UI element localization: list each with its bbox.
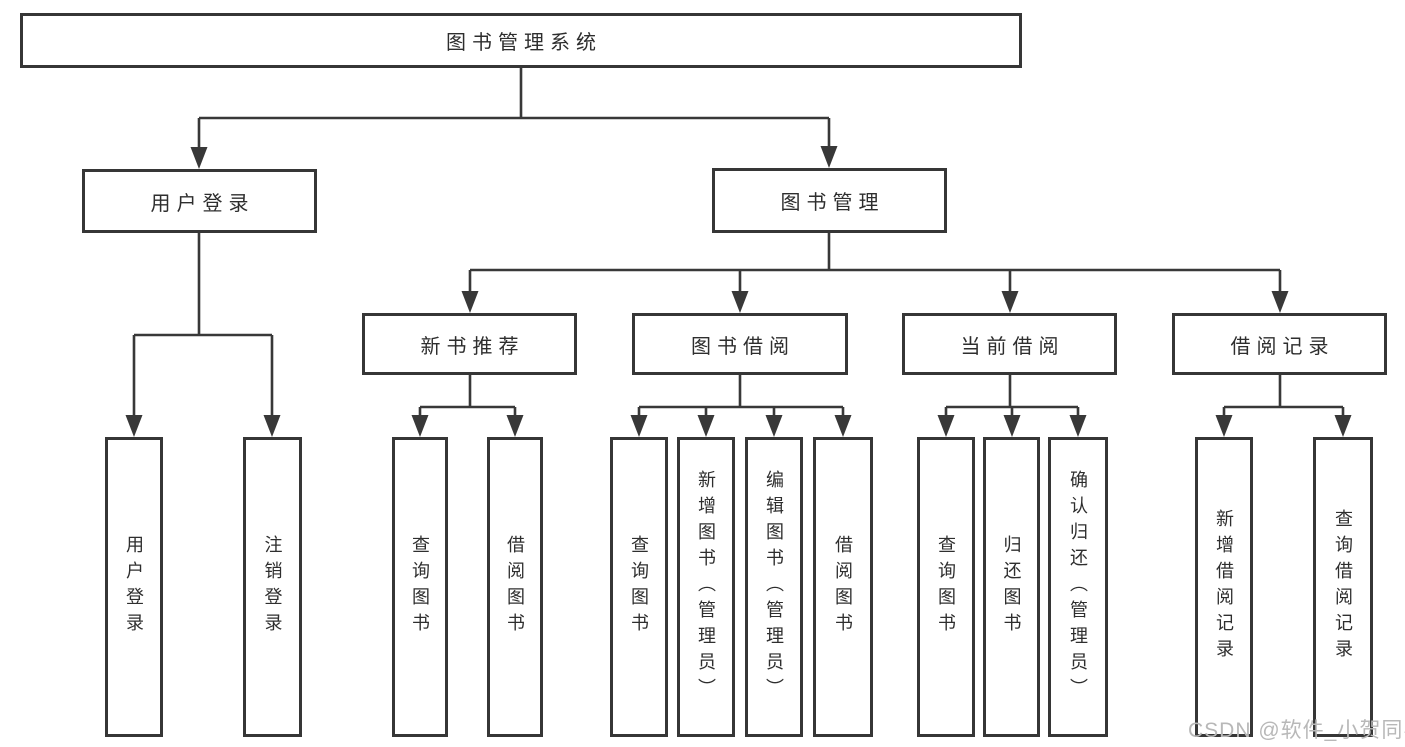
- node-book-management: 图书管理: [712, 168, 947, 233]
- csdn-watermark: CSDN @软件_小贺同学: [1188, 719, 1405, 742]
- leaf-add-borrow-record: 新增借阅记录: [1195, 437, 1253, 737]
- node-user-login: 用户登录: [82, 169, 317, 233]
- leaf-add-books-admin: 新增图书（管理员）: [677, 437, 735, 737]
- leaf-query-books-borrowing: 查询图书: [610, 437, 668, 737]
- leaf-query-books-recommend: 查询图书: [392, 437, 448, 737]
- node-new-book-recommend: 新书推荐: [362, 313, 577, 375]
- leaf-query-books-current: 查询图书: [917, 437, 975, 737]
- leaf-logout: 注销登录: [243, 437, 302, 737]
- leaf-borrow-books: 借阅图书: [813, 437, 873, 737]
- leaf-query-borrow-record: 查询借阅记录: [1313, 437, 1373, 737]
- leaf-user-login: 用户登录: [105, 437, 163, 737]
- leaf-return-books: 归还图书: [983, 437, 1040, 737]
- node-borrowing-records: 借阅记录: [1172, 313, 1387, 375]
- leaf-edit-books-admin: 编辑图书（管理员）: [745, 437, 803, 737]
- node-current-borrowing: 当前借阅: [902, 313, 1117, 375]
- node-root-system: 图书管理系统: [20, 13, 1022, 68]
- leaf-borrow-books-recommend: 借阅图书: [487, 437, 543, 737]
- node-book-borrowing: 图书借阅: [632, 313, 848, 375]
- leaf-confirm-return-admin: 确认归还（管理员）: [1048, 437, 1108, 737]
